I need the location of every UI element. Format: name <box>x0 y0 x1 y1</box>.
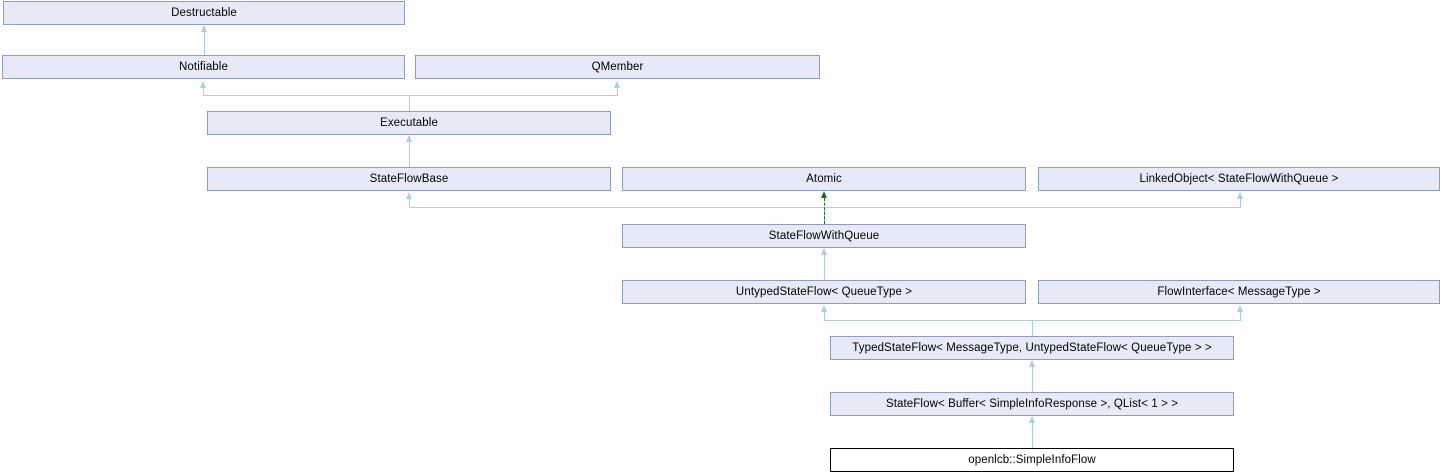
class-node-simpleinfoflow[interactable]: openlcb::SimpleInfoFlow <box>830 448 1234 472</box>
class-node-atomic[interactable]: Atomic <box>622 167 1026 191</box>
arrow-notifiable-to-destructable <box>200 25 207 32</box>
class-node-notifiable[interactable]: Notifiable <box>2 55 405 79</box>
arrow-stateflowbase-to-executable <box>405 135 412 142</box>
class-node-flowinterface[interactable]: FlowInterface< MessageType > <box>1038 280 1440 304</box>
edge-drop-executable <box>409 95 410 111</box>
edge-stateflowwithqueue-to-atomic <box>824 198 825 224</box>
edge-bus-executable <box>203 95 618 96</box>
class-node-stateflowwithqueue[interactable]: StateFlowWithQueue <box>622 224 1026 248</box>
class-node-typedstateflow[interactable]: TypedStateFlow< MessageType, UntypedStat… <box>830 336 1234 360</box>
edge-stateflowbase-to-executable <box>409 142 410 167</box>
arrow-typedstateflow-to-untypedstateflow <box>820 305 827 312</box>
class-node-untypedstateflow[interactable]: UntypedStateFlow< QueueType > <box>622 280 1026 304</box>
edge-typedstateflow-to-untypedstateflow <box>824 312 825 320</box>
edge-typedstateflow-to-flowinterface <box>1240 312 1241 320</box>
edge-stateflow-to-typedstateflow <box>1032 367 1033 392</box>
arrow-untypedstateflow-to-stateflowwithqueue <box>820 248 827 255</box>
arrow-stateflowwithqueue-to-stateflowbase <box>405 192 412 199</box>
arrow-simpleinfoflow-to-stateflow <box>1028 416 1035 423</box>
class-node-executable[interactable]: Executable <box>207 111 611 135</box>
edge-bus-stateflowwithqueue <box>409 207 1241 208</box>
edge-stateflowwithqueue-to-stateflowbase <box>409 199 410 207</box>
arrow-stateflowwithqueue-to-linkedobject <box>1236 192 1243 199</box>
edge-executable-to-notifiable <box>203 88 204 96</box>
edge-notifiable-to-destructable <box>204 32 205 55</box>
arrow-typedstateflow-to-flowinterface <box>1236 305 1243 312</box>
arrow-executable-to-notifiable <box>199 81 206 88</box>
class-node-stateflow[interactable]: StateFlow< Buffer< SimpleInfoResponse >,… <box>830 392 1234 416</box>
edge-simpleinfoflow-to-stateflow <box>1032 423 1033 448</box>
edge-untypedstateflow-to-stateflowwithqueue <box>824 255 825 280</box>
edge-drop-typedstateflow <box>1032 320 1033 336</box>
edge-executable-to-qmember <box>617 88 618 96</box>
arrow-stateflow-to-typedstateflow <box>1028 360 1035 367</box>
class-node-stateflowbase[interactable]: StateFlowBase <box>207 167 611 191</box>
class-node-linkedobject[interactable]: LinkedObject< StateFlowWithQueue > <box>1038 167 1440 191</box>
arrow-stateflowwithqueue-to-atomic <box>820 191 827 198</box>
edge-stateflowwithqueue-to-linkedobject <box>1240 199 1241 207</box>
arrow-executable-to-qmember <box>613 81 620 88</box>
class-node-qmember[interactable]: QMember <box>415 55 820 79</box>
class-node-destructable[interactable]: Destructable <box>3 1 405 25</box>
